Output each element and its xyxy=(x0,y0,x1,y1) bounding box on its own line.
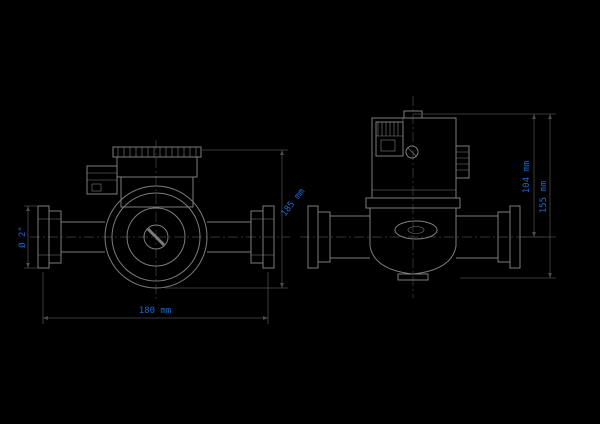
left-flange-inner-plate xyxy=(48,210,62,264)
side-left-flange xyxy=(307,205,370,269)
side-pump-housing xyxy=(365,197,461,281)
port-dimension-extension-lines xyxy=(42,272,269,324)
side-dimension-extension-lines xyxy=(413,113,556,279)
front-left-flange xyxy=(37,205,105,269)
housing-mid-circle xyxy=(111,192,201,282)
dimension-axis-height: 104 mm xyxy=(413,113,556,279)
front-view: 180 mm Ø 2" 185 mm xyxy=(17,140,307,324)
height-dimension-extension-lines xyxy=(165,149,288,289)
connector-fins xyxy=(456,151,469,171)
front-motor-assembly xyxy=(86,146,202,208)
housing-outer-circle xyxy=(104,185,208,289)
left-flange-bolt-lines xyxy=(38,218,61,256)
motor-lower-body xyxy=(120,176,194,208)
left-pipe xyxy=(61,221,105,253)
right-flange-bolt-lines xyxy=(251,218,274,256)
housing-inner-circle xyxy=(126,207,186,267)
motor-cap xyxy=(112,146,202,158)
side-left-pipe xyxy=(330,215,370,259)
vent-plug-slot xyxy=(146,227,166,247)
dimension-flange-diameter-label: Ø 2" xyxy=(17,226,28,248)
dimension-axis-height-label: 104 mm xyxy=(522,161,532,194)
cable-gland xyxy=(403,110,423,119)
terminal-block xyxy=(380,139,396,152)
terminal-compartment-ribs xyxy=(377,122,399,136)
motor-screw-slot xyxy=(407,147,417,157)
side-motor-box xyxy=(371,110,470,199)
side-left-flange-inner-plate xyxy=(317,211,331,263)
motor-screw xyxy=(405,145,419,159)
dimension-overall-height-label: 185 mm xyxy=(279,187,307,219)
connector-block xyxy=(455,145,470,179)
front-right-flange xyxy=(207,205,275,269)
housing-foot xyxy=(397,273,429,281)
front-pump-housing xyxy=(104,185,208,289)
motor-upper-body xyxy=(116,156,198,178)
motor-cap-ribs xyxy=(117,147,197,157)
terminal-box-lines xyxy=(87,172,117,181)
right-flange-outer-plate xyxy=(262,205,275,269)
side-view: 104 mm 155 mm xyxy=(300,96,556,298)
side-right-flange-outer-plate xyxy=(509,205,521,269)
dimension-port-to-port: 180 mm xyxy=(42,272,269,324)
dimension-port-to-port-label: 180 mm xyxy=(139,306,172,316)
housing-boss-outer xyxy=(394,220,438,240)
dimension-overall-height: 185 mm xyxy=(165,149,307,289)
terminal-box-gland xyxy=(91,183,102,192)
housing-top-plate xyxy=(365,197,461,209)
right-pipe xyxy=(207,221,251,253)
side-right-flange xyxy=(456,205,521,269)
housing-boss-inner xyxy=(407,226,425,234)
dimension-flange-diameter: Ø 2" xyxy=(17,205,38,269)
dimension-total-height: 155 mm xyxy=(539,114,552,278)
dimension-total-height-label: 155 mm xyxy=(539,181,549,214)
vent-plug-circle xyxy=(143,224,169,250)
side-right-pipe xyxy=(456,215,498,259)
